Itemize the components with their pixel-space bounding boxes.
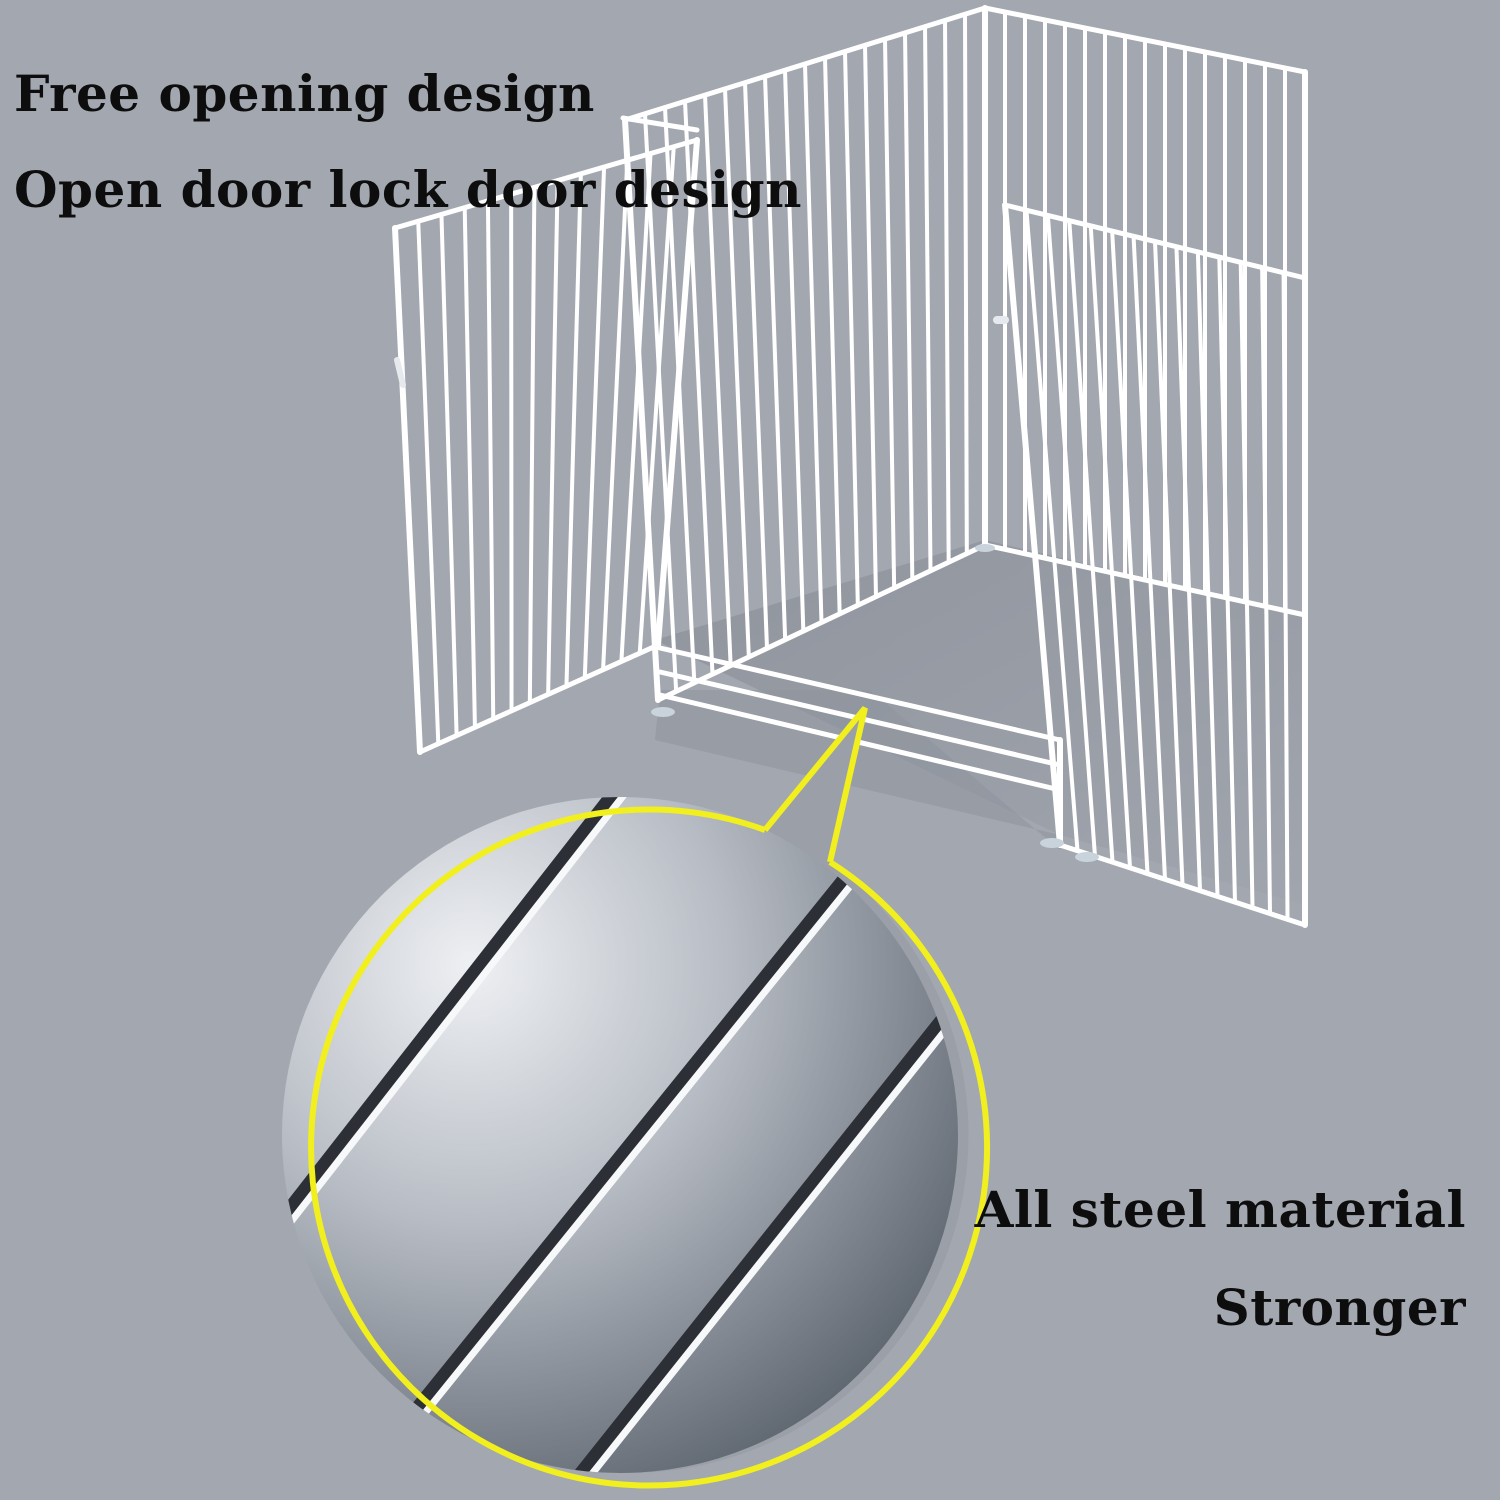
front-right-panel-bar (1260, 265, 1272, 916)
door-hinge-rail (620, 115, 700, 133)
back-left-panel-bar (803, 62, 824, 625)
back-left-panel-bar (703, 93, 733, 668)
back-left-panel-bar (963, 12, 969, 556)
front-right-panel-bar (1110, 229, 1150, 876)
back-left-panel-bar (823, 55, 842, 616)
door-panel-bar (601, 158, 630, 672)
closeup-bar-highlight (564, 960, 958, 1473)
door-panel-bar (439, 212, 459, 738)
front-right-panel-bar (1238, 260, 1255, 910)
steel-closeup-callout (282, 706, 991, 1489)
caption-stronger: Stronger (1213, 1278, 1466, 1337)
door-panel-bar (416, 219, 441, 746)
door-panel-bar (655, 137, 700, 648)
front-right-panel-bar (1217, 255, 1237, 905)
front-right-panel-bar (1131, 234, 1167, 882)
closeup-bar-shadow (393, 853, 867, 1437)
door-panel-bar (462, 205, 477, 730)
cage-feet (651, 544, 1099, 862)
cage-open-door (392, 115, 1009, 755)
back-left-panel-bar (622, 117, 661, 703)
closeup-bar-highlight (404, 860, 872, 1438)
door-panel-bar (637, 144, 676, 656)
front-right-panel-bar (1174, 244, 1202, 893)
front-right-panel-bar (1024, 208, 1080, 853)
callout-outline (762, 706, 868, 863)
caption-open-door-lock-design: Open door lock door design (14, 160, 802, 219)
door-panel-bar (546, 178, 560, 697)
caption-all-steel-material: All steel material (974, 1180, 1466, 1239)
front-right-panel-bar (1045, 213, 1097, 859)
back-left-panel-bar (903, 30, 915, 582)
steel-bars-closeup (282, 797, 958, 1473)
back-left-panel-bar (743, 80, 769, 651)
door-panel-bar (485, 198, 496, 722)
front-bottom-rail (657, 645, 1063, 743)
back-left-panel-bar (923, 24, 933, 573)
door-panel-bar (582, 165, 607, 680)
door-panel-top-rail (392, 137, 700, 231)
door-panel-bottom-rail (417, 642, 661, 755)
door-panel-bar (527, 185, 537, 705)
door-panel-bar (392, 225, 423, 755)
caption-free-opening-design: Free opening design (14, 64, 595, 123)
closeup-bar-shadow (553, 953, 958, 1473)
door-panel-bar (619, 151, 653, 664)
back-left-panel-bar (863, 43, 878, 599)
back-left-panel-bar (723, 86, 751, 659)
back-left-panel-bar (683, 99, 715, 677)
back-left-panel-bar (763, 74, 788, 642)
front-right-panel-bar (1067, 218, 1115, 865)
back-left-panel-bar (643, 111, 679, 694)
cage-shadow (655, 690, 1060, 850)
closeup-bar-highlight (282, 797, 652, 1268)
back-left-panel-bar (943, 18, 951, 565)
back-left-panel-bar (783, 68, 806, 634)
back-left-panel-bar (843, 49, 860, 608)
door-latch (394, 357, 406, 388)
door-panel-bar (564, 171, 583, 689)
front-right-panel-bar (1195, 249, 1220, 899)
front-right-panel-bar (1281, 270, 1290, 922)
front-right-panel-bar (1088, 223, 1132, 870)
front-right-panel-bar (1153, 239, 1185, 887)
back-left-panel-bar (883, 37, 897, 591)
